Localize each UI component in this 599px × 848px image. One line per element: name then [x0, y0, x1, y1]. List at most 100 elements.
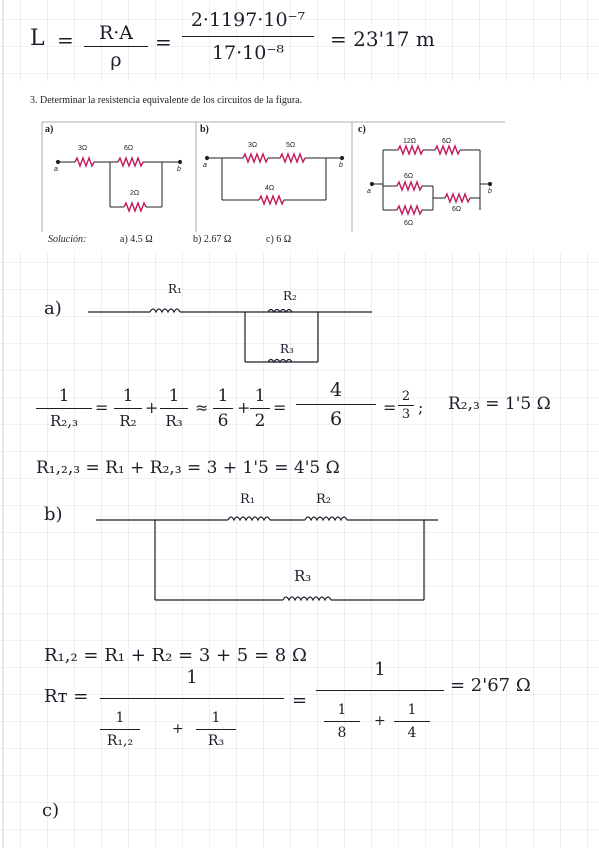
fraction-numerator: 1 — [407, 702, 417, 718]
fig-label-c: c) — [358, 124, 366, 135]
fraction-numerator: R·A — [98, 22, 134, 44]
plus-sign: + — [374, 713, 386, 729]
fraction-numerator: 1 — [168, 386, 180, 406]
resistor-label: 6Ω — [442, 138, 452, 145]
plus-sign: + — [145, 398, 159, 417]
label-r2: R₂ — [316, 492, 331, 507]
fig-label-b: b) — [200, 124, 209, 135]
label-r1: R₁ — [168, 282, 182, 296]
fraction-numerator: 1 — [122, 386, 134, 406]
fraction-denominator: ρ — [110, 49, 122, 71]
fraction: 1 R₁,₂ — [100, 709, 140, 750]
fraction-numerator: 2·1197·10⁻⁷ — [190, 9, 306, 31]
eq2: R₁,₂,₃ = R₁ + R₂,₃ = 3 + 1'5 = 4'5 Ω — [36, 458, 340, 478]
resistor-label: 3Ω — [78, 145, 88, 152]
eq4-result: = 2'67 Ω — [450, 675, 531, 696]
fraction-numerator: 4 — [329, 379, 343, 401]
label-r3: R₃ — [294, 567, 312, 585]
fraction: 1 R₃ — [160, 386, 188, 431]
fraction-numerator: 1 — [254, 386, 266, 406]
fraction: 1 4 — [394, 701, 430, 742]
part-c-label: c) — [42, 800, 60, 821]
plus-sign: + — [172, 721, 184, 737]
formula-equals-1: = — [57, 28, 74, 52]
fraction-denominator: 17·10⁻⁸ — [211, 42, 285, 64]
resistor-label: 3Ω — [248, 142, 258, 149]
circuit-c — [369, 144, 493, 216]
equals-sign: = — [383, 398, 397, 417]
fraction-denominator: 6 — [217, 411, 229, 431]
fraction-numerator: 1 — [186, 667, 198, 688]
resistor-label: 6Ω — [404, 220, 414, 227]
fraction: 2 3 — [398, 389, 414, 422]
fraction-denominator: R₂ — [119, 412, 137, 430]
part-a-label: a) — [44, 298, 62, 319]
solution-label: Solución: — [48, 234, 87, 245]
fraction: 1 R₃ — [196, 709, 236, 750]
node-label: b — [339, 162, 343, 169]
fraction-denominator: R₃ — [207, 733, 225, 749]
eq1-result: R₂,₃ = 1'5 Ω — [448, 394, 551, 414]
resistor-label: 5Ω — [286, 142, 296, 149]
problem-statement: 3. Determinar la resistencia equivalente… — [30, 95, 303, 106]
fraction: 1 8 — [324, 701, 360, 742]
node-label: a — [54, 166, 58, 173]
label-r1: R₁ — [240, 492, 255, 507]
formula-fraction-right: 2·1197·10⁻⁷ 17·10⁻⁸ — [178, 8, 318, 65]
plus-sign: + — [237, 398, 251, 417]
fraction-numerator: 1 — [374, 659, 386, 680]
fraction-denominator: R₂,₃ — [49, 412, 79, 430]
node-label: a — [367, 188, 371, 195]
circuit-b — [204, 152, 345, 206]
fraction-denominator: R₁,₂ — [106, 733, 134, 749]
fraction-numerator: 1 — [58, 386, 70, 406]
resistor-label: 6Ω — [124, 145, 134, 152]
eq4-second-fraction: 1 1 8 + 1 4 — [316, 658, 444, 749]
fraction-numerator: 1 — [217, 386, 229, 406]
part-b-label: b) — [44, 504, 63, 525]
resistor-label: 2Ω — [130, 190, 140, 197]
resistor-label: 6Ω — [452, 206, 462, 213]
fraction: 1 2 — [250, 386, 270, 431]
formula-result: = 23'17 m — [330, 27, 435, 51]
eq3: R₁,₂ = R₁ + R₂ = 3 + 5 = 8 Ω — [44, 645, 307, 666]
fraction: 1 R₂ — [114, 386, 142, 431]
resistor-label: 6Ω — [404, 173, 414, 180]
formula-lhs: L — [30, 26, 45, 51]
fig-label-a: a) — [45, 124, 54, 135]
eq4-big-fraction: 1 1 R₁,₂ + 1 R₃ — [100, 666, 284, 757]
eq4-lhs: Rт = — [44, 686, 89, 707]
fraction: 1 R₂,₃ — [36, 386, 92, 431]
equals-sign: = — [95, 398, 109, 417]
approx-sign: ≈ — [195, 398, 209, 417]
fraction-denominator: 6 — [329, 408, 343, 430]
fraction-denominator: 8 — [337, 725, 347, 741]
resistor-label: 12Ω — [403, 138, 417, 145]
label-r2: R₂ — [283, 289, 297, 303]
fraction-denominator: 4 — [407, 725, 417, 741]
solution-c: c) 6 Ω — [266, 234, 292, 245]
fraction-denominator: R₃ — [165, 412, 183, 430]
circuit-a — [55, 156, 183, 213]
fraction-denominator: 2 — [254, 411, 266, 431]
fraction-numerator: 1 — [115, 710, 125, 726]
solution-b: b) 2.67 Ω — [193, 234, 232, 245]
node-label: b — [177, 166, 181, 173]
solution-a: a) 4.5 Ω — [120, 234, 153, 245]
fraction: 1 6 — [213, 386, 233, 431]
semicolon: ; — [418, 398, 424, 417]
equals-sign: = — [273, 398, 287, 417]
resistor-label: 4Ω — [265, 185, 275, 192]
node-label: b — [488, 188, 492, 195]
formula-equals-2: = — [155, 30, 172, 54]
formula-fraction-left: R·A ρ — [84, 22, 148, 71]
fraction-numerator: 2 — [401, 389, 411, 404]
label-r3: R₃ — [280, 342, 294, 356]
fraction: 4 6 — [296, 378, 376, 431]
node-label: a — [203, 162, 207, 169]
